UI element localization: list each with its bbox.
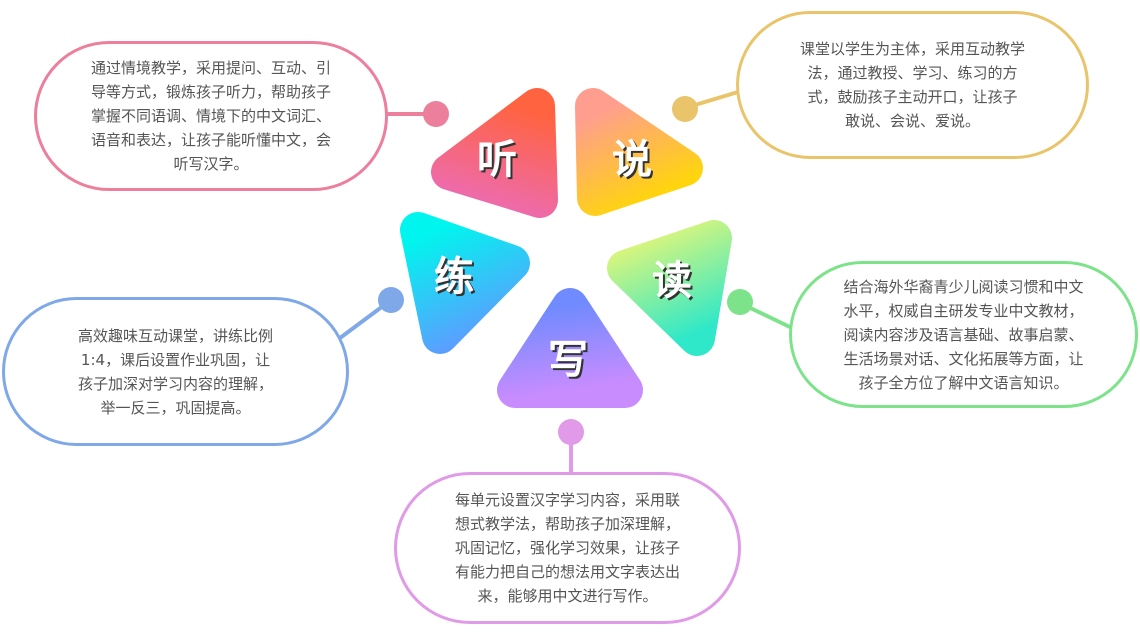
bubble-text-line: 水平，权威自主研发专业中文教材， bbox=[843, 301, 1084, 320]
bubble-text-line: 生活场景对话、文化拓展等方面，让 bbox=[843, 349, 1084, 368]
bubble-practice: 高效趣味互动课堂，讲练比例 1:4，课后设置作业巩固，让孩子加深对学习内容的理解，… bbox=[2, 297, 349, 446]
bubble-text-line: 课堂以学生为主体，采用互动教学 bbox=[799, 40, 1025, 58]
petal-write bbox=[497, 288, 643, 408]
bubble-text-line: 导等方式，锻炼孩子听力，帮助孩子 bbox=[90, 83, 331, 101]
bubble-listen: 通过情境教学，采用提问、互动、引导等方式，锻炼孩子听力，帮助孩子掌握不同语调、情… bbox=[34, 41, 388, 191]
bubble-text-line: 结合海外华裔青少儿阅读习惯和中文 bbox=[843, 277, 1084, 296]
petal-label-listen: 听 bbox=[477, 137, 517, 183]
bubble-write: 每单元设置汉字学习内容，采用联想式教学法，帮助孩子加深理解， 巩固记忆，强化学习效… bbox=[394, 472, 741, 624]
petal-practice bbox=[400, 212, 530, 354]
bubble-text-line: 通过情境教学，采用提问、互动、引 bbox=[90, 59, 331, 77]
connector-dot-listen bbox=[423, 101, 449, 127]
bubble-text-line: 想式教学法，帮助孩子加深理解， bbox=[454, 515, 680, 533]
connector-dot-write bbox=[558, 419, 584, 445]
bubble-text-line: 阅读内容涉及语言基础、故事启蒙、 bbox=[843, 325, 1084, 344]
petal-speak bbox=[575, 88, 703, 216]
bubble-text-line: 1:4，课后设置作业巩固，让 bbox=[80, 350, 271, 369]
bubble-text-line: 敢说、会说、爱说。 bbox=[844, 112, 980, 130]
bubble-text-line: 有能力把自己的想法用文字表达出 bbox=[454, 563, 680, 581]
connector-dot-practice bbox=[378, 287, 404, 313]
bubble-text-line: 式，鼓励孩子主动开口，让孩子 bbox=[807, 88, 1018, 106]
bubble-text-line: 举一反三，巩固提高。 bbox=[100, 398, 251, 417]
bubble-text-line: 法，通过教授、学习、练习的方 bbox=[807, 64, 1018, 82]
bubble-text-line: 孩子全方位了解中文语言知识。 bbox=[858, 373, 1069, 392]
bubble-text-line: 掌握不同语调、情境下的中文词汇、 bbox=[90, 107, 331, 125]
bubble-text-line: 来，能够用中文进行写作。 bbox=[477, 587, 658, 605]
bubble-text-line: 每单元设置汉字学习内容，采用联 bbox=[454, 491, 680, 509]
petal-label-practice: 练 bbox=[434, 254, 474, 300]
petal-listen bbox=[431, 88, 558, 218]
bubble-read: 结合海外华裔青少儿阅读习惯和中文水平，权威自主研发专业中文教材， 阅读内容涉及语言… bbox=[789, 261, 1138, 408]
petal-label-read: 读 bbox=[652, 258, 692, 304]
bubble-text-line: 高效趣味互动课堂，讲练比例 bbox=[77, 326, 273, 345]
connector-dot-read bbox=[727, 289, 753, 315]
connector-dot-speak bbox=[672, 96, 698, 122]
bubble-text-line: 听写汉字。 bbox=[173, 155, 249, 173]
bubble-text-line: 巩固记忆，强化学习效果，让孩子 bbox=[454, 539, 680, 557]
petal-label-write: 写 bbox=[548, 337, 588, 383]
petal-read bbox=[607, 220, 732, 356]
petal-label-speak: 说 bbox=[612, 137, 652, 183]
bubble-speak: 课堂以学生为主体，采用互动教学法，通过教授、学习、练习的方式，鼓励孩子主动开口，… bbox=[736, 11, 1089, 159]
bubble-text-line: 语音和表达，让孩子能听懂中文，会 bbox=[90, 131, 331, 149]
bubble-text-line: 孩子加深对学习内容的理解， bbox=[77, 374, 273, 393]
